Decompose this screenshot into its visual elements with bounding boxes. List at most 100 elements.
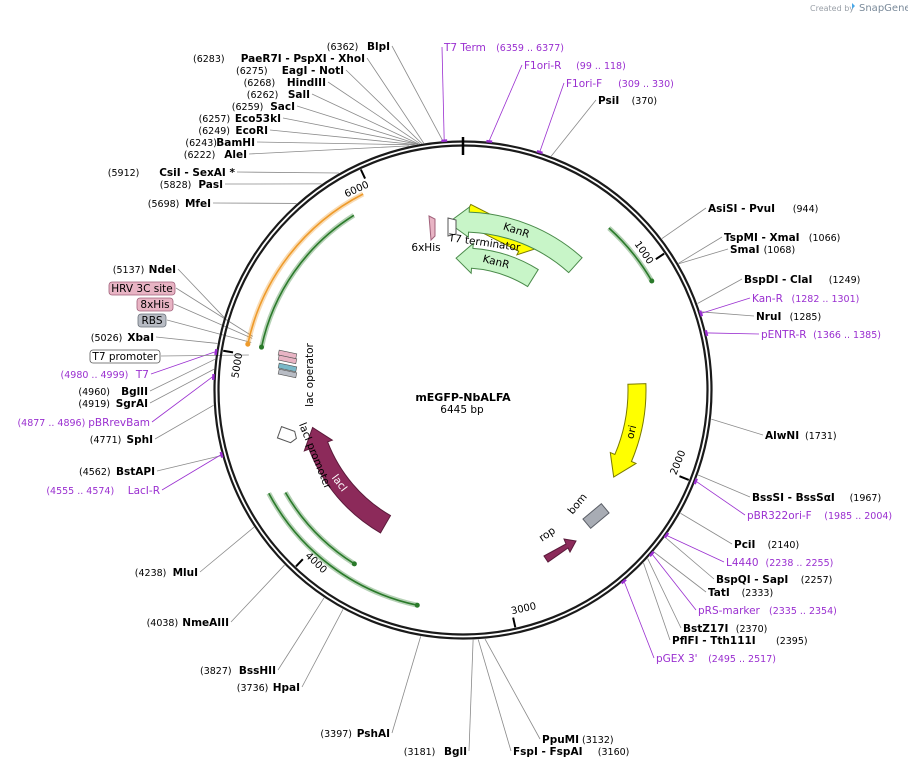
site-position: (2140)	[768, 540, 800, 551]
site-label: NmeAIII(4038)	[147, 617, 229, 629]
tick-label: 2000	[669, 449, 689, 477]
site-name: BlpI	[367, 41, 390, 53]
feature-band-line	[284, 492, 355, 565]
feature-shape	[277, 354, 298, 365]
snapgene-brand: SnapGene	[859, 3, 908, 14]
feature-kanr: KanR	[455, 242, 539, 288]
site-label: BglI(3181)	[404, 746, 467, 758]
feature-shape	[582, 502, 610, 530]
site-label: EcoRI(6249)	[198, 125, 268, 137]
site-name: BspQI - SapI	[716, 574, 788, 586]
leader-line	[477, 639, 512, 752]
site-name: HpaI	[273, 682, 300, 694]
feature-ori: ori	[609, 383, 647, 478]
site-position: (6362)	[327, 42, 359, 53]
tick-mark	[359, 169, 366, 180]
site-label: TatI(2333)	[708, 587, 773, 599]
site-position: (5828)	[160, 180, 192, 191]
leader-line	[391, 45, 444, 142]
primer-label: pENTR-R(1366 .. 1385)	[761, 329, 881, 341]
site-name: PshAI	[357, 728, 390, 740]
site-position: (1066)	[809, 233, 841, 244]
feature-label: rop	[537, 525, 558, 545]
site-label: BssSI - BssSαI(1967)	[752, 492, 881, 504]
leader-line	[175, 287, 253, 337]
leader-line	[327, 81, 421, 145]
site-name: PaeR7I - PspXI - XhoI	[241, 53, 365, 65]
site-position: (4960)	[78, 387, 110, 398]
site-position: (3736)	[237, 683, 269, 694]
site-name: BstZ17I	[683, 623, 728, 635]
feature-label: 6xHis	[411, 242, 440, 254]
site-name: MluI	[173, 567, 198, 579]
primer-mark	[704, 330, 709, 337]
site-position: (370)	[632, 96, 658, 107]
primer-label: pBR322ori-F(1985 .. 2004)	[747, 510, 892, 522]
site-name: PsiI	[598, 95, 619, 107]
site-name: PflFI - Tth111I	[672, 635, 756, 647]
primer-label: F1ori-F(309 .. 330)	[566, 78, 674, 90]
site-position: (4238)	[135, 568, 167, 579]
site-position: (944)	[793, 204, 819, 215]
site-name: CsiI - SexAI *	[159, 167, 235, 179]
created-by-label: Created by	[810, 4, 854, 13]
site-label: Eco53kI(6257)	[199, 113, 281, 125]
site-label: CsiI - SexAI *(5912)	[108, 167, 236, 179]
site-label: XbaI(5026)	[91, 332, 154, 344]
primer-label: pGEX 3'(2495 .. 2517)	[656, 653, 776, 665]
site-label: MluI (4238)	[135, 567, 198, 579]
leader-line	[441, 46, 445, 140]
site-label: PflFI - Tth111I (2395)	[672, 635, 808, 647]
site-position: (5698)	[148, 199, 180, 210]
primer-name: pBRrevBam	[88, 417, 150, 429]
primer-name: T7	[135, 369, 149, 381]
site-label: TspMI - XmaI(1066)	[724, 232, 840, 244]
site-name: BssHII	[239, 665, 276, 677]
leader-line	[652, 554, 697, 611]
primer-range: (2495 .. 2517)	[708, 654, 776, 665]
tick-label: 5000	[230, 352, 245, 379]
primer-label: L4440(2238 .. 2255)	[726, 557, 833, 569]
primer-mark	[648, 550, 655, 557]
label-box	[108, 281, 176, 296]
feature-label: bom	[566, 491, 590, 517]
leader-line	[539, 82, 565, 152]
boxed-label-text: T7 promoter	[91, 351, 158, 363]
site-position: (2395)	[776, 636, 808, 647]
site-position: (3181)	[404, 747, 436, 758]
site-name: AleI	[224, 149, 247, 161]
site-name: BstAPI	[116, 466, 155, 478]
site-name: BssSI - BssSαI	[752, 492, 835, 504]
primer-range: (6359 .. 6377)	[496, 43, 564, 54]
feature-band-end	[649, 278, 655, 284]
site-position: (6259)	[232, 102, 264, 113]
site-label: BstAPI(4562)	[79, 466, 155, 478]
tick-mark	[679, 475, 690, 481]
primer-mark	[663, 532, 670, 539]
feature-band-end	[245, 341, 251, 347]
site-name: PpuMI	[542, 734, 579, 746]
leader-line	[661, 207, 707, 239]
leader-line	[680, 512, 733, 545]
label-box	[137, 313, 167, 328]
leader-line	[149, 368, 215, 404]
site-name: NmeAIII	[182, 617, 229, 629]
site-label: BlpI (6362)	[327, 41, 390, 53]
site-name: SacI	[270, 101, 295, 113]
site-name: SgrAI	[116, 398, 148, 410]
primer-name: F1ori-R	[524, 60, 561, 72]
leader-line	[282, 117, 418, 145]
site-label: SphI(4771)	[90, 434, 153, 446]
boxed-label-text: 8xHis	[140, 299, 169, 311]
leader-line	[345, 69, 423, 144]
leader-line	[236, 171, 339, 174]
leader-line	[155, 336, 218, 344]
leader-line	[161, 454, 221, 491]
site-position: (1731)	[805, 431, 837, 442]
site-label: PciI(2140)	[734, 539, 799, 551]
leader-line	[154, 404, 214, 440]
feature-band-end	[351, 561, 357, 567]
feature-shape	[277, 362, 298, 373]
leader-line	[173, 303, 253, 339]
